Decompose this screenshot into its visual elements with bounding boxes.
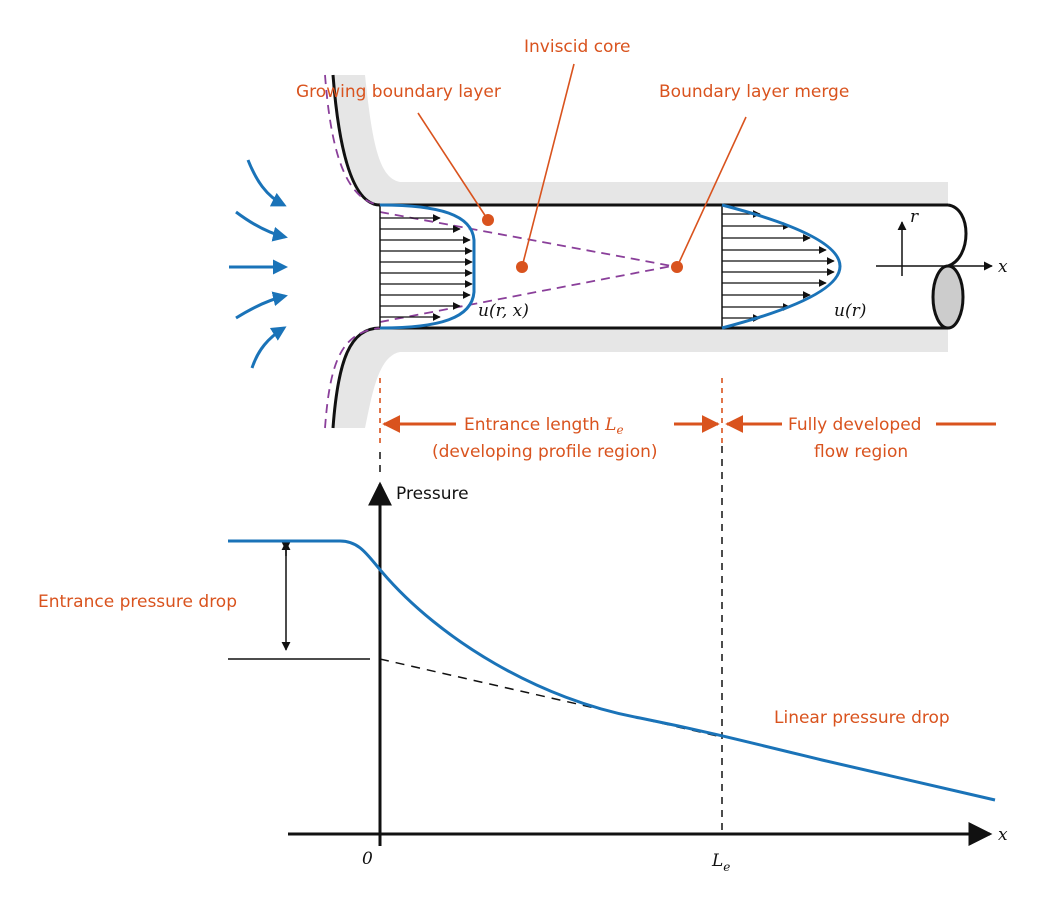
boundary-layer-merge-label: Boundary layer merge <box>659 82 849 102</box>
inlet-flow-arrows <box>229 159 288 369</box>
callout-leaders <box>417 63 747 268</box>
developing-velocity-profile <box>379 203 476 330</box>
entrance-pressure-drop-label: Entrance pressure drop <box>38 592 237 612</box>
pressure-axis-label: Pressure <box>396 484 469 504</box>
pipe-r-axis-label: r <box>910 207 919 227</box>
developed-velocity-profile <box>721 203 842 330</box>
pressure-curve <box>228 539 996 802</box>
origin-tick-label: 0 <box>362 849 373 869</box>
entrance-length-label: Entrance length Le <box>464 415 624 437</box>
callout-dots <box>482 214 683 273</box>
growing-boundary-layer-label: Growing boundary layer <box>296 82 501 102</box>
fully-developed-label-line1: Fully developed <box>788 415 921 435</box>
developed-profile-label: u(r) <box>834 301 866 321</box>
linear-pressure-drop-label: Linear pressure drop <box>774 708 950 728</box>
le-tick-label: Le <box>711 851 730 874</box>
inviscid-core-label: Inviscid core <box>524 37 631 57</box>
pipe-x-axis-label: x <box>998 257 1008 277</box>
developing-profile-label: u(r, x) <box>478 301 529 321</box>
pipe-cut-end-ellipse <box>931 264 965 330</box>
pipe-coordinate-axes <box>876 221 993 276</box>
developed-velocity-arrows <box>722 210 835 322</box>
developing-region-label: (developing profile region) <box>432 442 658 462</box>
fully-developed-label-line2: flow region <box>814 442 908 462</box>
developing-velocity-arrows <box>380 214 473 321</box>
developing-profile-curve <box>379 203 476 330</box>
region-divider-lines <box>379 378 723 446</box>
plot-guide-lines <box>379 446 723 836</box>
boundary-layer-edges <box>324 74 673 429</box>
plot-x-axis-label: x <box>998 825 1008 845</box>
developed-profile-curve <box>721 203 842 330</box>
pipe-lower-wall <box>331 326 948 429</box>
